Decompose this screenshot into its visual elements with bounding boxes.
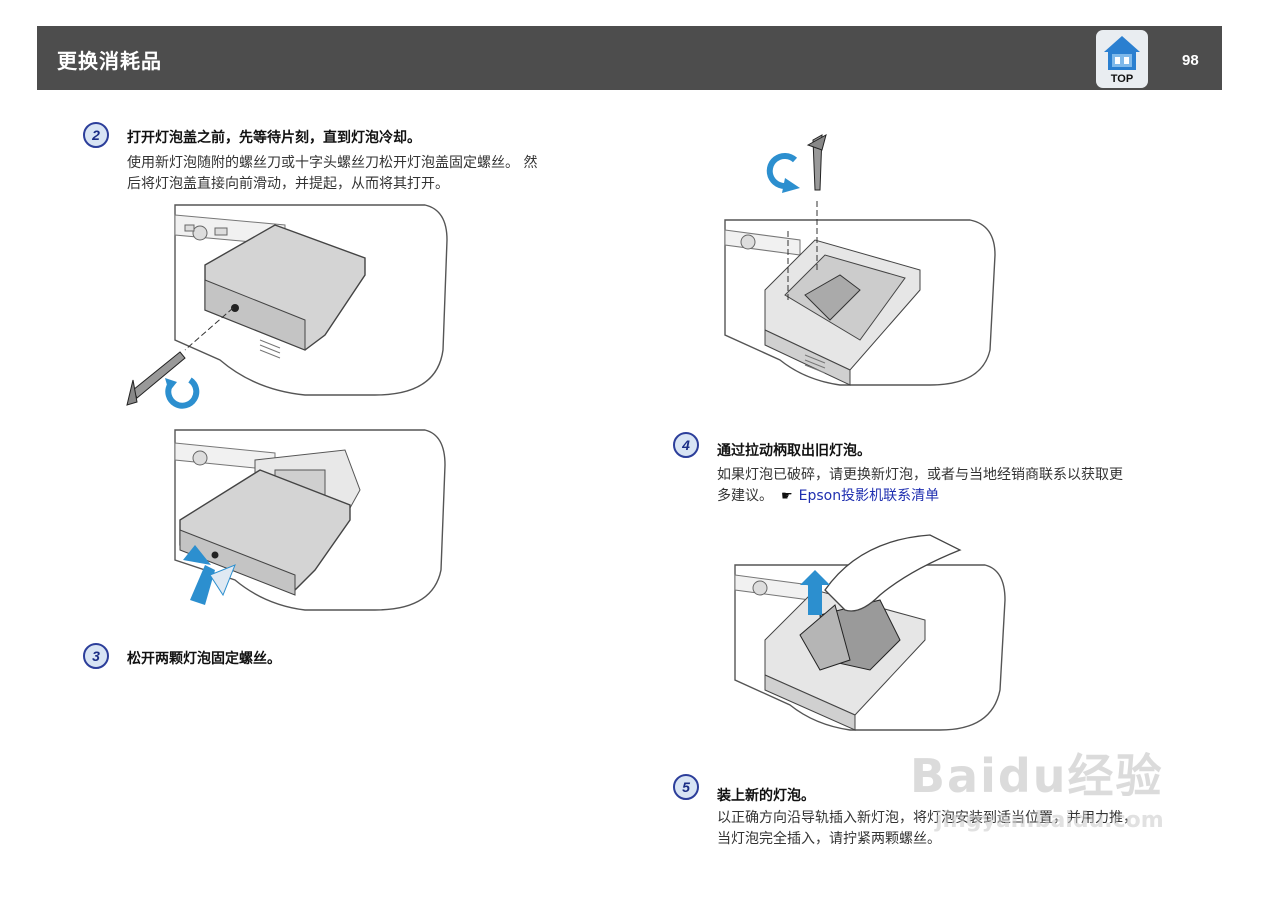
page-title: 更换消耗品 xyxy=(57,49,162,73)
home-top-icon xyxy=(1104,36,1140,70)
step-4-body-line1: 如果灯泡已破碎，请更换新灯泡，或者与当地经销商联系以获取更 xyxy=(717,467,1123,483)
step-5-body-line1: 以正确方向沿导轨插入新灯泡，将灯泡安装到适当位置，并用力推， xyxy=(717,810,1137,826)
step-4-heading: 通过拉动柄取出旧灯泡。 xyxy=(717,443,871,459)
step-4-body-line2-prefix: 多建议。 xyxy=(717,488,773,504)
step-5-body-line2: 当灯泡完全插入，请拧紧两颗螺丝。 xyxy=(717,831,941,847)
illustration-loosen-lamp-screws xyxy=(724,133,996,386)
step-2-body-line1: 使用新灯泡随附的螺丝刀或十字头螺丝刀松开灯泡盖固定螺丝。 然 xyxy=(127,155,538,171)
illustration-slide-lift-cover xyxy=(174,429,446,611)
hand-pointer-icon: ☛ xyxy=(781,489,793,504)
epson-contact-list-link[interactable]: Epson投影机联系清单 xyxy=(798,488,940,504)
page-number: 98 xyxy=(1182,52,1199,69)
page-header: 更换消耗品 TOP 98 xyxy=(37,26,1222,90)
step-number-5: 5 xyxy=(673,774,699,800)
step-4-body: 如果灯泡已破碎，请更换新灯泡，或者与当地经销商联系以获取更 多建议。 ☛ Epson… xyxy=(717,465,1217,507)
step-3-heading: 松开两颗灯泡固定螺丝。 xyxy=(127,651,281,667)
step-number-2: 2 xyxy=(83,122,109,148)
step-number-3: 3 xyxy=(83,643,109,669)
step-2-body: 使用新灯泡随附的螺丝刀或十字头螺丝刀松开灯泡盖固定螺丝。 然 后将灯泡盖直接向前… xyxy=(127,153,627,195)
illustration-remove-old-lamp xyxy=(734,534,1006,731)
step-5-body: 以正确方向沿导轨插入新灯泡，将灯泡安装到适当位置，并用力推， 当灯泡完全插入，请… xyxy=(717,808,1217,850)
top-label: TOP xyxy=(1110,73,1134,85)
step-4-body-line2: 多建议。 ☛ Epson投影机联系清单 xyxy=(717,486,1217,507)
illustration-loosen-cover-screw xyxy=(126,204,448,409)
top-button[interactable]: TOP xyxy=(1096,30,1148,88)
step-2-body-line2: 后将灯泡盖直接向前滑动，并提起，从而将其打开。 xyxy=(127,176,449,192)
step-2-heading: 打开灯泡盖之前，先等待片刻，直到灯泡冷却。 xyxy=(127,130,421,146)
step-number-4: 4 xyxy=(673,432,699,458)
step-5-heading: 装上新的灯泡。 xyxy=(717,788,815,804)
